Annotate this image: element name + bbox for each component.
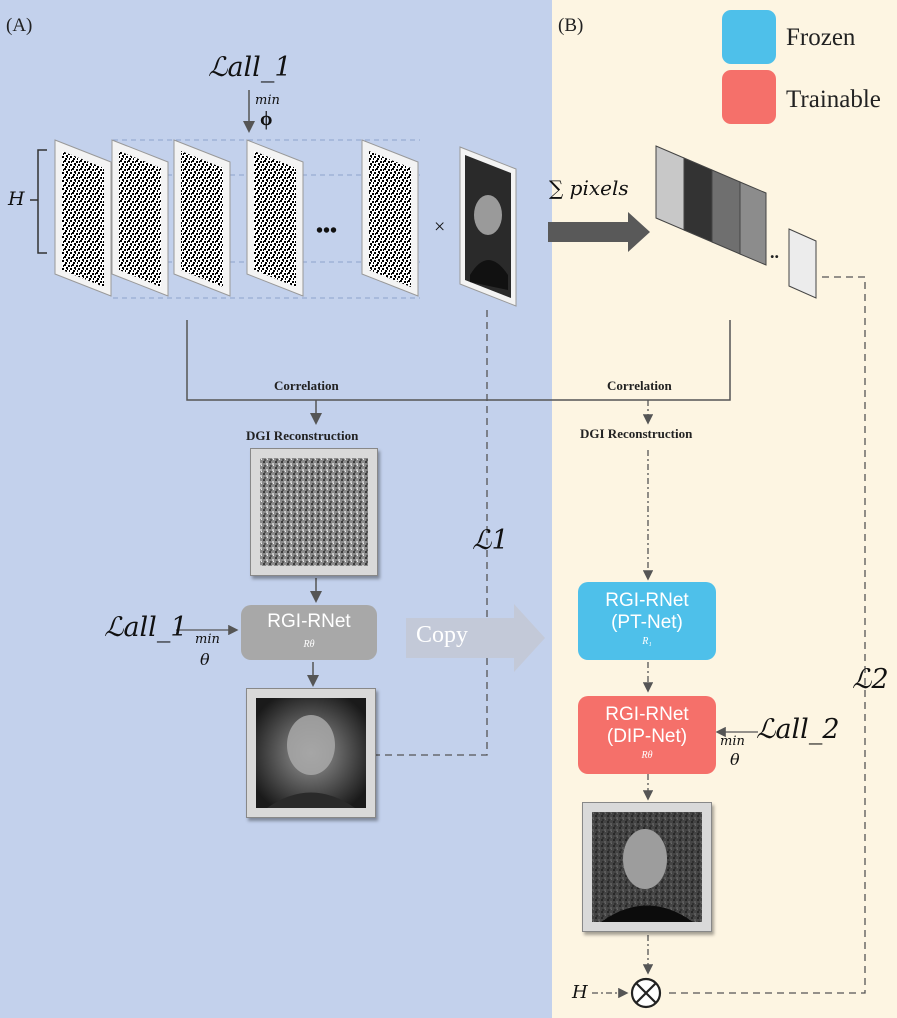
legend-swatch-trainable bbox=[722, 70, 776, 124]
loss-2-label: ℒ2 bbox=[852, 664, 889, 695]
panel-a-label: (A) bbox=[6, 15, 33, 36]
loss-2-connector bbox=[665, 276, 866, 994]
dgi-reconstruction-image bbox=[250, 448, 378, 576]
loss-all2-label: ℒall_2 bbox=[756, 714, 840, 745]
rgi-rnet-output-image bbox=[246, 688, 376, 818]
loss-all1-top: ℒall_1 bbox=[208, 52, 292, 83]
legend-label-trainable: Trainable bbox=[786, 86, 881, 113]
correlation-label-a: Correlation bbox=[274, 378, 339, 393]
pt-net-sub: R₁ bbox=[642, 636, 652, 647]
speckle-pattern-3 bbox=[173, 139, 231, 297]
copy-arrow bbox=[406, 604, 545, 672]
theta-right-label: θ bbox=[730, 750, 740, 769]
phi-parameter: ϕ bbox=[260, 108, 273, 130]
dip-net-output-image bbox=[582, 802, 712, 932]
h-bracket bbox=[37, 149, 47, 254]
dgi-reconstruction-label-a: DGI Reconstruction bbox=[246, 428, 359, 443]
multiply-operator bbox=[630, 977, 662, 1009]
object-image-slide bbox=[459, 146, 517, 307]
rgi-rnet-a-sub: Rθ bbox=[303, 639, 315, 650]
min-top-label: min bbox=[255, 93, 280, 108]
speckle-pattern-stack bbox=[54, 139, 419, 297]
correlation-connector bbox=[186, 320, 731, 401]
h-pattern-label: H bbox=[8, 188, 25, 210]
sum-pixels-arrow bbox=[548, 212, 650, 252]
pt-net-title: RGI-RNet bbox=[605, 590, 689, 611]
theta-left-label: θ bbox=[200, 650, 210, 669]
legend-swatch-frozen bbox=[722, 10, 776, 64]
pt-net-line2: (PT-Net) bbox=[611, 612, 683, 633]
speckle-pattern-1 bbox=[54, 139, 112, 297]
loss-1-label: ℒ1 bbox=[472, 525, 509, 556]
speckle-pattern-2 bbox=[111, 139, 169, 297]
panel-b-label: (B) bbox=[558, 15, 584, 36]
dip-net-block: RGI-RNet (DIP-Net) Rθ bbox=[578, 696, 716, 774]
speckle-pattern-n bbox=[361, 139, 419, 297]
sum-pixels-label: ∑ pixels bbox=[549, 176, 629, 200]
min-left-label: min bbox=[195, 632, 220, 647]
loss-all1-left: ℒall_1 bbox=[104, 612, 188, 643]
dgi-reconstruction-label-b: DGI Reconstruction bbox=[580, 426, 693, 441]
dip-net-line2: (DIP-Net) bbox=[606, 726, 688, 747]
dip-net-sub: Rθ bbox=[641, 750, 653, 761]
min-right-label: min bbox=[720, 734, 745, 749]
dip-net-title: RGI-RNet bbox=[605, 704, 689, 725]
speckle-pattern-4 bbox=[246, 139, 304, 297]
bucket-signal-strip bbox=[655, 145, 817, 299]
loss-1-connector bbox=[375, 310, 488, 756]
pt-net-block: RGI-RNet (PT-Net) R₁ bbox=[578, 582, 716, 660]
times-operator: × bbox=[434, 216, 446, 238]
correlation-label-b: Correlation bbox=[607, 378, 672, 393]
rgi-rnet-a-title: RGI-RNet bbox=[267, 611, 351, 632]
pattern-ellipsis: ••• bbox=[316, 220, 338, 242]
rgi-rnet-a-block: RGI-RNet Rθ bbox=[241, 605, 377, 660]
legend-label-frozen: Frozen bbox=[786, 24, 856, 51]
copy-label: Copy bbox=[416, 622, 469, 648]
bucket-ellipsis: .. bbox=[770, 242, 779, 262]
h-bottom-label: H bbox=[572, 982, 588, 1003]
